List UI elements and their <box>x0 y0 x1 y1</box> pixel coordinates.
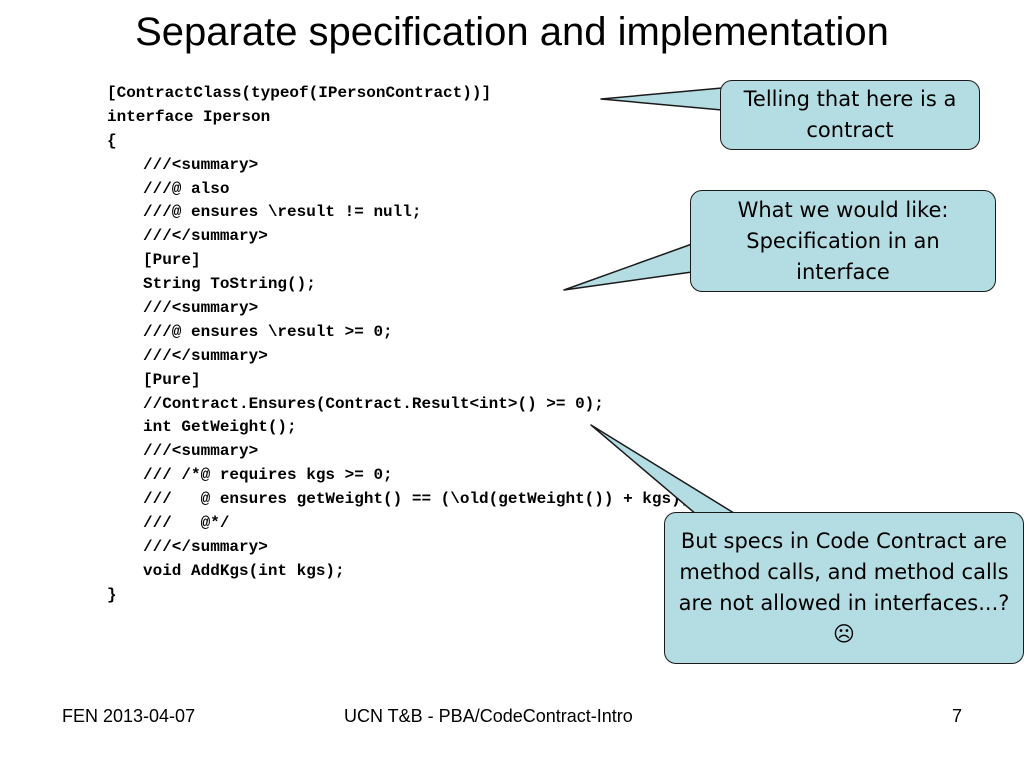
code-line: /// @ ensures getWeight() == (\old(getWe… <box>143 490 691 509</box>
code-line: void AddKgs(int kgs); <box>143 561 345 580</box>
footer-page-number: 7 <box>952 706 963 726</box>
callout-contract-note: Telling that here is a contract <box>720 80 980 150</box>
code-line: ///<summary> <box>143 155 259 174</box>
code-line: [Pure] <box>143 251 201 270</box>
code-line: //Contract.Ensures(Contract.Result<int>(… <box>143 394 604 413</box>
code-line: interface Iperson <box>107 107 271 126</box>
footer-course: UCN T&B - PBA/CodeContract-Intro <box>344 706 633 726</box>
callout-text: But specs in Code Contract are method ca… <box>678 529 1010 646</box>
code-line: /// @*/ <box>143 514 230 533</box>
code-line: { <box>107 131 117 150</box>
code-line: int GetWeight(); <box>143 418 297 437</box>
code-line: /// /*@ requires kgs >= 0; <box>143 466 393 485</box>
code-line: [Pure] <box>143 370 201 389</box>
code-line: ///</summary> <box>143 537 268 556</box>
code-line: ///</summary> <box>143 346 268 365</box>
code-line: ///<summary> <box>143 442 259 461</box>
footer-date: FEN 2013-04-07 <box>62 706 196 726</box>
code-line: String ToString(); <box>143 275 316 294</box>
callout-interface-note: What we would like: Specification in an … <box>690 190 996 292</box>
code-line: } <box>107 585 117 604</box>
callout-text: What we would like: Specification in an … <box>737 197 949 284</box>
callout-method-calls-note: But specs in Code Contract are method ca… <box>664 512 1024 664</box>
code-line: ///@ ensures \result != null; <box>143 203 422 222</box>
code-block: [ContractClass(typeof(IPersonContract))]… <box>107 82 690 608</box>
code-line: ///</summary> <box>143 227 268 246</box>
code-line: [ContractClass(typeof(IPersonContract))] <box>107 84 492 102</box>
code-line: ///@ also <box>143 179 230 198</box>
slide-title: Separate specification and implementatio… <box>135 10 889 54</box>
code-line: ///<summary> <box>143 299 259 318</box>
code-line: ///@ ensures \result >= 0; <box>143 322 393 341</box>
callout-text: Telling that here is a contract <box>743 87 957 142</box>
